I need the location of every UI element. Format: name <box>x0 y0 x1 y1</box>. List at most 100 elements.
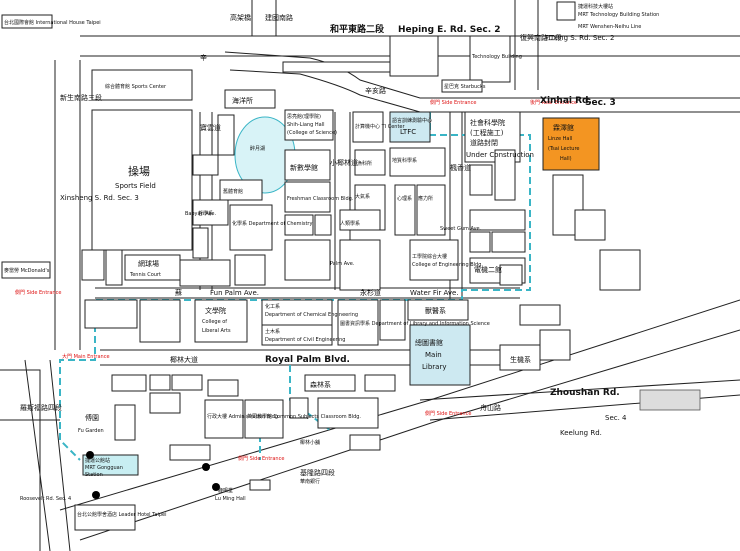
ti-center-label: 計算機中心 TI Center <box>355 123 405 130</box>
mrt-dot <box>92 491 100 499</box>
jianguo-label: 建國南路 <box>265 13 293 22</box>
mrt-gongguan-zh: 捷運公館站 <box>85 457 110 464</box>
sports-field-zh: 操場 <box>128 164 150 178</box>
fishery <box>354 149 386 176</box>
tennis-zh: 網球場 <box>138 259 159 268</box>
liberal-arts-college <box>194 299 248 343</box>
fu-bell <box>207 379 239 397</box>
tech-building <box>469 35 511 83</box>
mcdonalds <box>1 261 51 279</box>
royal-palm-label-zh: 椰林大道 <box>170 355 198 364</box>
common-classroom-bldg <box>244 399 284 439</box>
international-house <box>1 14 53 29</box>
bldg <box>499 264 523 286</box>
bldg <box>519 304 561 326</box>
intl-house-label: 台北國際會館 International House Taipei <box>4 19 101 26</box>
tennis-en: Tennis Court <box>129 272 161 278</box>
main-library[interactable] <box>409 324 471 386</box>
gate-zhoushan: 側門 Side Entrance <box>425 410 471 417</box>
library-en2: Library <box>422 363 446 371</box>
bldg <box>539 329 571 361</box>
bldg <box>192 199 229 226</box>
forestry <box>304 374 356 392</box>
bldg <box>111 374 147 392</box>
keelung-label-zh: 基隆路四段 <box>300 468 335 477</box>
mrt-tech-en: MRT Technology Building Station <box>578 12 659 18</box>
sports-field-en: Sports Field <box>115 182 156 190</box>
bldg <box>149 392 181 414</box>
social-zh3: 道路封閉 <box>470 138 498 147</box>
library-zh: 總圖書館 <box>415 338 443 347</box>
leader-label: 台北公館學舍酒店 Leader Hotel Taipei <box>77 511 166 518</box>
bldg <box>364 374 396 392</box>
palm-label-zh: 小椰林道 <box>330 158 358 167</box>
bldg <box>379 299 406 341</box>
xinhai-label-zh: 辛亥路 <box>365 86 386 95</box>
sweetgum-label-en: Sweet Gum Ave. <box>440 226 482 232</box>
lake-label: 醉月湖 <box>250 145 265 152</box>
gate-side-top: 側門 Side Entrance <box>430 99 476 106</box>
bldg <box>249 479 271 491</box>
bldg <box>284 214 314 236</box>
bldg <box>314 214 332 236</box>
bldg <box>491 231 526 253</box>
heping-label-zh: 和平東路二段 <box>329 23 385 35</box>
baoyan-label-zh: 寶雲道 <box>200 123 221 132</box>
linze-en2: (Tsai Lecture <box>548 146 580 152</box>
shih-liang-hall <box>284 109 334 141</box>
fun-palm-label-zh: 蘇 <box>175 288 182 297</box>
huashan-label: 華南銀行 <box>300 478 320 485</box>
college-mech-eng <box>339 239 381 291</box>
chem-label: 化學系 Department of Chemistry <box>232 220 312 227</box>
atomic-bldg <box>284 239 331 281</box>
sports-center <box>91 69 193 101</box>
mech-en: College of Engineering Bldg. <box>412 262 483 268</box>
lu-ming-zh: 鹿鳴堂 <box>218 487 233 494</box>
starbucks-label: 星巴克 Starbucks <box>444 84 486 90</box>
wulu-label: 椰林小舖 <box>300 439 320 446</box>
gate-rear: 後門 Rear Entrance <box>530 99 577 106</box>
sweetgum-label-zh: 楓香道 <box>450 163 471 172</box>
mrt-gongguan-en1: MRT Gongguan <box>85 465 123 471</box>
power-label: 應力所 <box>418 195 433 202</box>
mrt-line-label: MRT Wenshen-Neihu Line <box>578 24 641 30</box>
mrt-gongguan-station[interactable] <box>82 454 139 476</box>
animal-science <box>407 299 469 321</box>
heping-label-en: Heping E. Rd. Sec. 2 <box>398 25 501 35</box>
old-gym <box>219 179 263 201</box>
small-bldg <box>217 114 235 156</box>
fresh-en: Freshman Classroom Bldg. <box>287 196 354 202</box>
shih-liang-en2: (College of Science) <box>287 130 337 136</box>
fun-palm-label-en: Fun Palm Ave. <box>210 289 259 297</box>
mrt-gongguan-en2: Station <box>85 472 103 478</box>
bldg <box>349 434 381 451</box>
bldg <box>149 374 171 391</box>
roosevelt-road <box>24 359 71 551</box>
bldg <box>469 231 491 253</box>
xinsheng-label-zh: 新生南路三段 <box>60 93 102 102</box>
gaojia-label: 高架橋 <box>230 13 251 22</box>
atmos-label: 大氣系 <box>355 193 370 200</box>
tech-bldg-label: Technology Building <box>471 54 522 60</box>
baoyan-label-en: Baoyan Ave. <box>185 211 216 217</box>
mrt-tech-zh: 捷運科技大樓站 <box>578 3 613 10</box>
keelung-road-bottom <box>79 329 740 541</box>
gate-main: 大門 Main Entrance <box>62 353 110 360</box>
bldg <box>289 397 309 419</box>
bldg <box>192 227 209 259</box>
shih-liang-zh: 思亮館(理學院) <box>287 113 321 120</box>
bldg <box>639 389 701 411</box>
applied-mech <box>416 184 446 236</box>
linze-hall[interactable] <box>542 117 600 171</box>
fuxing-label-zh: 復興南路二段 <box>520 33 562 42</box>
leader-hotel <box>74 504 136 531</box>
palm-label-en: Palm Ave. <box>330 261 355 267</box>
shih-liang-en1: Shih-Liang Hall <box>287 122 324 128</box>
chem-eng-dept <box>261 299 333 326</box>
mrt-dot <box>202 463 210 471</box>
bldg <box>234 254 266 286</box>
mrt-dot <box>86 451 94 459</box>
keelung-road-top <box>59 299 740 511</box>
block-school <box>389 35 439 77</box>
roosevelt-label-en: Roosevelt Rd. Sec. 4 <box>20 496 71 502</box>
